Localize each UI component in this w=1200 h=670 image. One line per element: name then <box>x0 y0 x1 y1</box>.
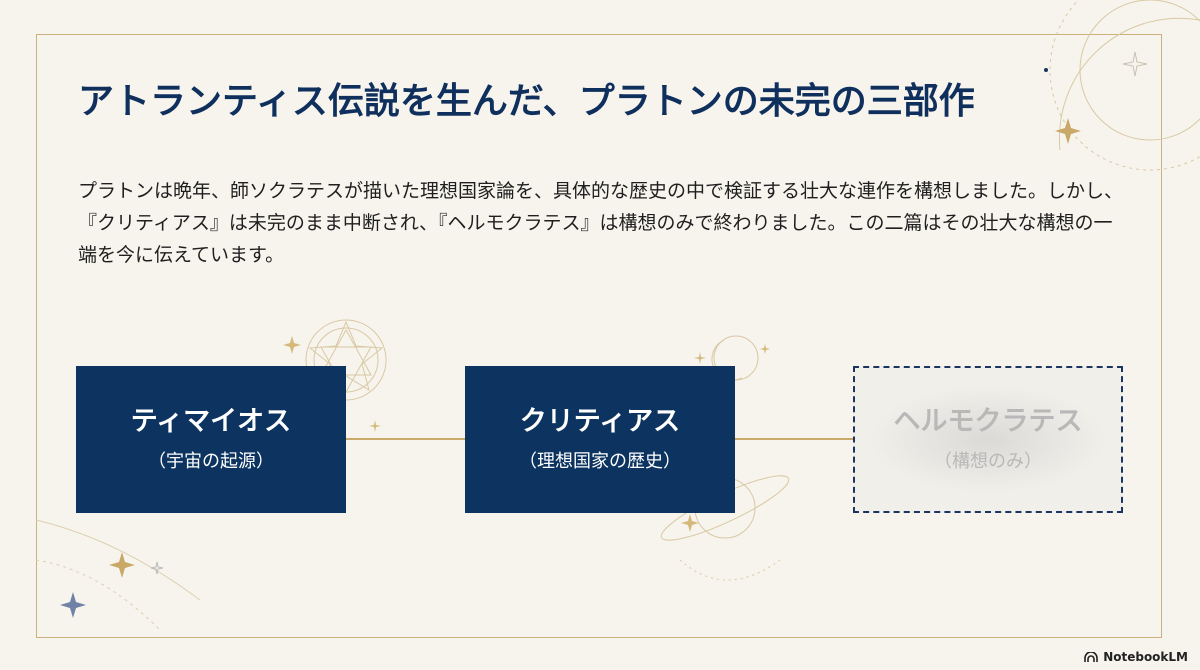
intro-paragraph: プラトンは晩年、師ソクラテスが描いた理想国家論を、具体的な歴史の中で検証する壮大… <box>78 180 1124 266</box>
slide-frame <box>36 34 1162 638</box>
dialogue-box-hermocrates: ヘルモクラテス （構想のみ） <box>853 366 1123 513</box>
dialogue-box-critias: クリティアス （理想国家の歴史） <box>465 366 735 513</box>
notebooklm-logo-icon <box>1084 652 1098 662</box>
dialogue-subtitle: （宇宙の起源） <box>148 450 274 472</box>
dialogue-name: クリティアス <box>519 405 681 437</box>
dialogue-subtitle: （構想のみ） <box>934 450 1042 472</box>
dialogue-box-timaeus: ティマイオス （宇宙の起源） <box>76 366 346 513</box>
brand-label: NotebookLM <box>1103 650 1188 664</box>
dialogue-name: ヘルモクラテス <box>893 405 1083 437</box>
dialogue-subtitle: （理想国家の歴史） <box>519 450 681 472</box>
dialogue-name: ティマイオス <box>130 405 292 437</box>
connector-line-1 <box>346 438 465 440</box>
connector-line-2 <box>734 438 853 440</box>
notebooklm-watermark: NotebookLM <box>1084 650 1188 664</box>
fade-glow <box>869 386 1107 493</box>
slide-title: アトランティス伝説を生んだ、プラトンの未完の三部作 <box>78 80 975 122</box>
